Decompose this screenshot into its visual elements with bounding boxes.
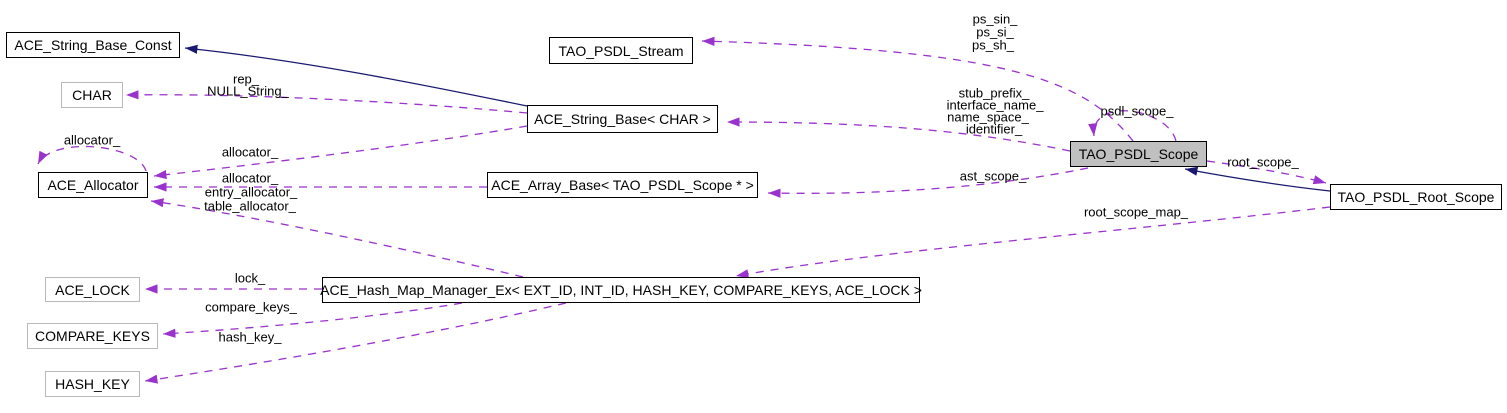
edge-string-members [726, 117, 1071, 152]
class-node-ace-hash-map-manager-ex[interactable]: ACE_Hash_Map_Manager_Ex< EXT_ID, INT_ID,… [320, 277, 922, 303]
edge-label-entry-allocator: entry_allocator_ [204, 184, 298, 200]
edge-inherit-rootscope-to-scope [1184, 166, 1331, 192]
edge-label-ps-sh: ps_sh_ [972, 37, 1014, 53]
edge-allocators-from-hashmap [150, 198, 524, 278]
edge-label-ast-scope: ast_scope_ [959, 168, 1027, 184]
class-node-ace-allocator[interactable]: ACE_Allocator [38, 172, 148, 198]
edge-inherit-stringbase-to-stringbaseconst [184, 44, 528, 107]
edge-label-table-allocator: table_allocator_ [204, 198, 296, 214]
edge-hash-key [144, 302, 567, 384]
class-node-compare-keys: COMPARE_KEYS [27, 323, 158, 349]
edge-label-interface-name: interface_name_ [946, 97, 1044, 113]
class-node-ace-lock: ACE_LOCK [45, 277, 140, 302]
class-node-tao-psdl-scope: TAO_PSDL_Scope [1070, 141, 1207, 167]
class-node-tao-psdl-stream[interactable]: TAO_PSDL_Stream [549, 37, 693, 64]
class-node-ace-string-base-char[interactable]: ACE_String_Base< CHAR > [527, 105, 718, 133]
edge-label-null-string: NULL_String_ [207, 83, 289, 99]
edge-label-allocator-array: allocator_ [221, 170, 279, 186]
edge-label-hash-key: hash_key_ [218, 329, 282, 345]
edge-ps-streams [701, 36, 1134, 142]
edge-label-psdl-scope: psdl_scope_ [1100, 103, 1174, 119]
edge-compare-keys [162, 302, 463, 338]
edge-label-ps-si: ps_si_ [976, 24, 1014, 40]
edge-rep-nullstring [125, 90, 528, 114]
edge-label-root-scope-map: root_scope_map_ [1083, 204, 1189, 220]
edge-label-compare-keys: compare_keys_ [205, 299, 297, 315]
edge-label-ps-sin: ps_sin_ [972, 11, 1018, 27]
class-node-hash-key: HASH_KEY [45, 371, 140, 397]
edge-label-identifier: identifier_ [965, 121, 1023, 137]
edge-label-root-scope: root_scope_ [1227, 154, 1299, 170]
edge-label-allocator-self: allocator_ [63, 132, 121, 148]
edge-allocator-from-stringbase [153, 125, 528, 180]
class-node-tao-psdl-root-scope[interactable]: TAO_PSDL_Root_Scope [1330, 184, 1502, 210]
edge-label-name-space: name_space_ [947, 109, 1029, 125]
edge-root-scope [1206, 160, 1327, 185]
edge-psdl-scope-self-loop [1088, 110, 1177, 142]
edge-label-lock: lock_ [234, 270, 266, 286]
edge-root-scope-map [735, 206, 1331, 279]
edge-allocator-self-loop [37, 145, 147, 172]
edge-label-stub-prefix: stub_prefix_ [958, 85, 1030, 101]
edge-ast-scope [767, 167, 1089, 198]
edge-label-rep: rep_ [232, 71, 260, 87]
class-node-ace-array-base[interactable]: ACE_Array_Base< TAO_PSDL_Scope * > [487, 172, 758, 198]
edge-label-allocator-string: allocator_ [221, 144, 279, 160]
class-node-char: CHAR [61, 82, 123, 108]
class-node-ace-string-base-const[interactable]: ACE_String_Base_Const [6, 32, 180, 58]
